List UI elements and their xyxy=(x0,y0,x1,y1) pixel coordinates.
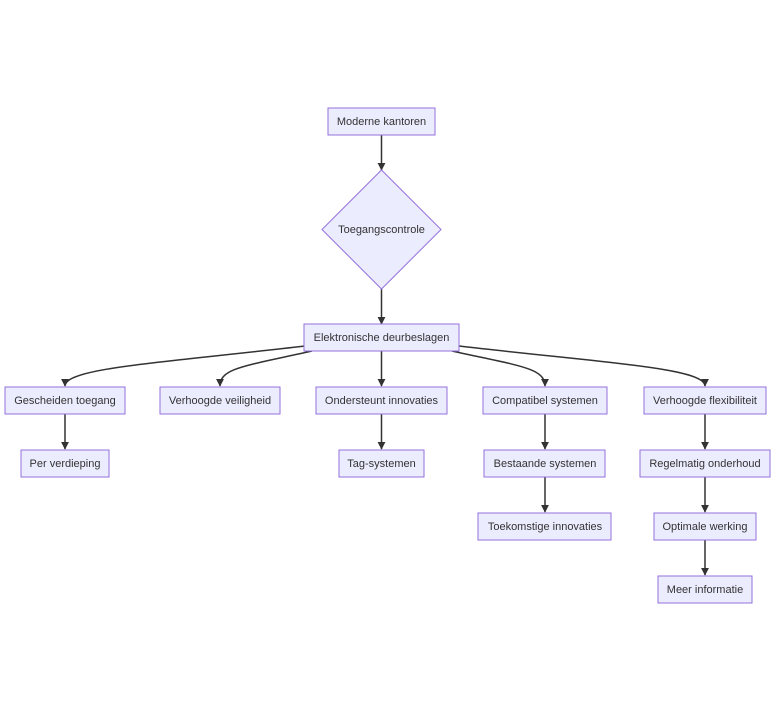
node-compatibel-systemen: Compatibel systemen xyxy=(482,386,608,415)
node-label: Optimale werking xyxy=(663,521,748,533)
edge-elektronische-deurbeslagen-to-verhoogde-flexibiliteit xyxy=(458,345,709,387)
edge-elektronische-deurbeslagen-to-compatibel-systemen xyxy=(451,350,549,387)
node-regelmatig-onderhoud: Regelmatig onderhoud xyxy=(639,449,771,478)
node-verhoogde-veiligheid: Verhoogde veiligheid xyxy=(159,386,281,415)
node-ondersteunt-innovaties: Ondersteunt innovaties xyxy=(315,386,448,415)
node-label: Compatibel systemen xyxy=(492,395,598,407)
edge-elektronische-deurbeslagen-to-verhoogde-veiligheid xyxy=(216,350,313,387)
node-bestaande-systemen: Bestaande systemen xyxy=(483,449,606,478)
node-label: Verhoogde veiligheid xyxy=(169,395,271,407)
node-optimale-werking: Optimale werking xyxy=(653,512,757,541)
node-label: Tag-systemen xyxy=(347,458,415,470)
node-label: Verhoogde flexibiliteit xyxy=(653,395,757,407)
node-label: Toekomstige innovaties xyxy=(488,521,603,533)
node-verhoogde-flexibiliteit: Verhoogde flexibiliteit xyxy=(643,386,767,415)
node-label: Meer informatie xyxy=(667,584,743,596)
edge-elektronische-deurbeslagen-to-gescheiden-toegang xyxy=(61,345,306,387)
node-per-verdieping: Per verdieping xyxy=(20,449,110,478)
node-label: Per verdieping xyxy=(30,458,101,470)
node-tag-systemen: Tag-systemen xyxy=(338,449,425,478)
node-gescheiden-toegang: Gescheiden toegang xyxy=(4,386,126,415)
node-elektronische-deurbeslagen: Elektronische deurbeslagen xyxy=(303,323,460,352)
node-label: Ondersteunt innovaties xyxy=(325,395,439,407)
node-label: Gescheiden toegang xyxy=(14,395,116,407)
node-label: Regelmatig onderhoud xyxy=(649,458,760,470)
node-label: Toegangscontrole xyxy=(338,224,425,236)
node-label: Elektronische deurbeslagen xyxy=(314,332,450,344)
node-meer-informatie: Meer informatie xyxy=(657,575,753,604)
node-label: Moderne kantoren xyxy=(337,116,426,128)
node-label: Bestaande systemen xyxy=(494,458,597,470)
node-moderne-kantoren: Moderne kantoren xyxy=(327,107,436,136)
node-toekomstige-innovaties: Toekomstige innovaties xyxy=(477,512,612,541)
node-toegangscontrole: Toegangscontrole xyxy=(321,169,442,290)
